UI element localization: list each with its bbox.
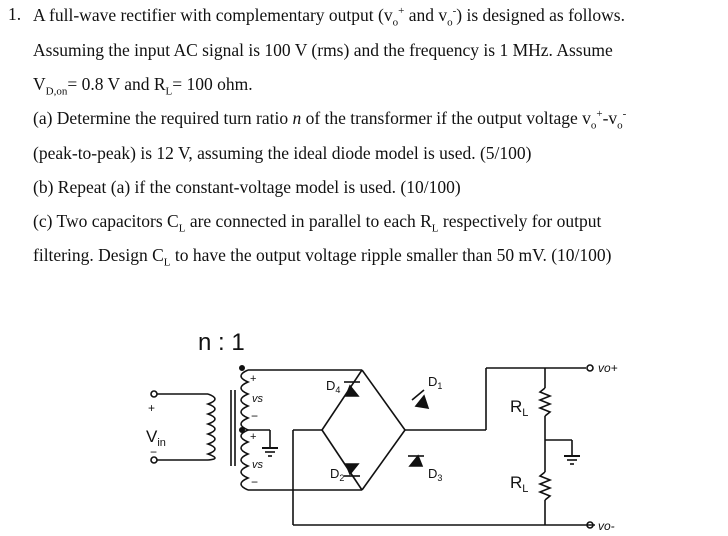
polarity-dot bbox=[239, 364, 246, 371]
text: and v bbox=[404, 5, 448, 25]
text: -v bbox=[602, 108, 618, 128]
minus-sign: − bbox=[251, 475, 258, 489]
sub: o bbox=[590, 119, 597, 132]
line-6: (b) Repeat (a) if the constant-voltage m… bbox=[33, 177, 461, 197]
d4-label: D4 bbox=[326, 378, 340, 395]
text: ) is designed as follows. bbox=[456, 5, 625, 25]
sub: L bbox=[522, 483, 528, 495]
sub: o bbox=[392, 16, 399, 29]
bridge-wire bbox=[361, 429, 406, 491]
text: R bbox=[510, 473, 522, 492]
resistor-rl-bottom bbox=[537, 471, 553, 501]
text: D bbox=[428, 374, 437, 389]
text: respectively for output bbox=[438, 211, 602, 231]
text: are connected in parallel to each R bbox=[185, 211, 432, 231]
plus-sign: + bbox=[250, 431, 256, 443]
vs-label: vs bbox=[252, 393, 264, 405]
bridge-wire bbox=[321, 369, 363, 431]
primary-winding bbox=[205, 393, 216, 461]
text: V bbox=[146, 427, 158, 446]
text: = 100 ohm. bbox=[172, 74, 253, 94]
sub: 4 bbox=[335, 385, 340, 395]
minus-sign: − bbox=[251, 409, 258, 423]
vin-label: Vin bbox=[146, 427, 166, 449]
line-2: Assuming the input AC signal is 100 V (r… bbox=[33, 40, 613, 60]
diode-d1 bbox=[411, 389, 430, 410]
text: R bbox=[510, 397, 522, 416]
vo-minus-label: vo- bbox=[598, 519, 615, 533]
sup: - bbox=[622, 108, 627, 121]
polarity-dot bbox=[239, 427, 246, 434]
vo-plus-label: vo+ bbox=[598, 361, 618, 375]
diode-d2 bbox=[344, 463, 360, 477]
text: D bbox=[428, 466, 437, 481]
sup: + bbox=[398, 5, 405, 18]
sub: 3 bbox=[437, 473, 442, 483]
sub: L bbox=[163, 256, 171, 269]
rectifier-circuit-diagram: n : 1 + Vin − + vs − + vs − bbox=[146, 329, 618, 533]
sub: L bbox=[165, 85, 173, 98]
problem-number: 1. bbox=[8, 4, 22, 24]
input-plus-sign: + bbox=[148, 401, 155, 415]
sub: 1 bbox=[437, 381, 442, 391]
diode-d4 bbox=[344, 381, 360, 397]
turns-ratio-label: n : 1 bbox=[198, 329, 245, 356]
sup: + bbox=[596, 108, 603, 121]
rl-bottom-label: RL bbox=[510, 473, 528, 495]
text: to have the output voltage ripple smalle… bbox=[170, 245, 612, 265]
text: V bbox=[33, 74, 46, 94]
sub: o bbox=[617, 119, 623, 132]
text: (a) Determine the required turn ratio bbox=[33, 108, 293, 128]
sub: o bbox=[447, 16, 453, 29]
rl-top-label: RL bbox=[510, 397, 528, 419]
text: D bbox=[330, 466, 339, 481]
text: of the transformer if the output voltage… bbox=[301, 108, 591, 128]
vo-plus-terminal bbox=[586, 364, 594, 372]
text: n bbox=[292, 108, 302, 128]
d2-label: D2 bbox=[330, 466, 344, 483]
sub: 2 bbox=[339, 473, 344, 483]
text: A full-wave rectifier with complementary… bbox=[33, 5, 393, 25]
sup: - bbox=[452, 5, 457, 18]
sub: L bbox=[431, 222, 439, 235]
line-3: VD,on= 0.8 V and RL= 100 ohm. bbox=[33, 73, 253, 98]
text: D bbox=[326, 378, 335, 393]
line-1: A full-wave rectifier with complementary… bbox=[33, 4, 625, 29]
line-7: (c) Two capacitors CL are connected in p… bbox=[33, 210, 602, 235]
bridge-wire bbox=[361, 369, 406, 431]
d3-label: D3 bbox=[428, 466, 442, 483]
sub: D,on bbox=[45, 85, 68, 98]
vs-label: vs bbox=[252, 459, 264, 471]
bridge-wire bbox=[321, 429, 363, 491]
text: = 0.8 V and R bbox=[67, 74, 166, 94]
diode-d3 bbox=[408, 454, 424, 467]
d1-label: D1 bbox=[428, 374, 442, 391]
input-minus-sign: − bbox=[150, 445, 157, 459]
plus-sign: + bbox=[250, 373, 256, 385]
text: (c) Two capacitors C bbox=[33, 211, 179, 231]
line-8: filtering. Design CL to have the output … bbox=[33, 244, 612, 269]
sub: L bbox=[178, 222, 186, 235]
sub: L bbox=[522, 407, 528, 419]
text: filtering. Design C bbox=[33, 245, 164, 265]
line-4: (a) Determine the required turn ratio n … bbox=[33, 107, 627, 132]
resistor-rl-top bbox=[537, 387, 553, 417]
vo-minus-terminal bbox=[586, 521, 594, 529]
input-plus-terminal bbox=[150, 390, 158, 398]
sub: in bbox=[157, 437, 166, 449]
line-5: (peak-to-peak) is 12 V, assuming the ide… bbox=[33, 143, 532, 163]
